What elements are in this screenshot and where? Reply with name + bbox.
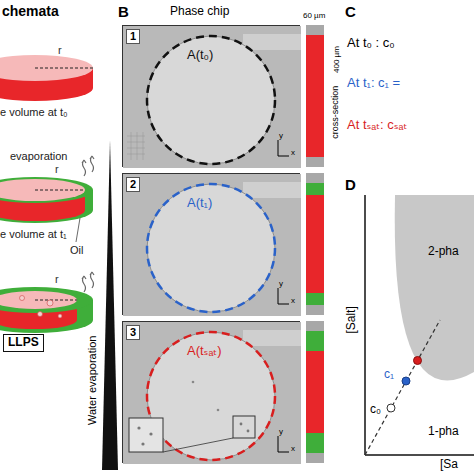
panel-number: 3 [126, 325, 140, 340]
area-label: A(t₀) [185, 48, 215, 63]
disc-t0 [0, 55, 93, 101]
axis-letter: y [279, 279, 283, 288]
axis-arrow-label: Water evaporation [87, 335, 100, 424]
disc-tsat [0, 287, 93, 333]
cross-section-label: cross-section [331, 85, 341, 138]
concentration-text: At tₛₐₜ: cₛₐₜ [347, 118, 407, 133]
oil-label: Oil [70, 244, 83, 257]
point-label: c₁ [384, 368, 394, 382]
stage-caption: e volume at t₀ [0, 106, 68, 119]
axis-label: [Sa [440, 458, 458, 472]
axis-letter: x [291, 296, 295, 305]
chip-panel: 2A(t₁) [122, 173, 300, 315]
point-label: c₀ [370, 403, 381, 417]
panel-letter: C [345, 3, 356, 20]
chip-panel: 3A(tₛₐₜ) [122, 321, 300, 463]
area-label: A(t₁) [185, 196, 214, 211]
panel-letter: B [118, 3, 129, 20]
process-label: evaporation [10, 150, 68, 163]
stage-caption: e volume at t₁ [0, 228, 67, 241]
radius-label: r [55, 273, 59, 286]
panel-title: chemata [2, 3, 59, 19]
axis-letter: x [291, 148, 295, 157]
region-label: 2-pha [428, 245, 459, 259]
region-label: 1-pha [428, 425, 459, 439]
chip-panel: 1A(t₀) [122, 25, 300, 167]
llps-label: LLPS [3, 334, 44, 352]
axis-letter: y [279, 427, 283, 436]
panel-letter: D [345, 176, 356, 193]
dimension: 400 µm [331, 47, 340, 74]
axis-letter: x [291, 444, 295, 453]
panel-number: 2 [126, 177, 140, 192]
concentration-text: At t₀ : c₀ [347, 36, 395, 51]
disc-t1 [0, 177, 93, 242]
panel-number: 1 [126, 29, 140, 44]
panel-title: Phase chip [170, 5, 229, 19]
concentration-text: At t₁: c₁ = [347, 76, 400, 91]
phase-diagram [365, 195, 474, 455]
dimension: 60 µm [303, 11, 325, 20]
cross-section-bars [306, 25, 324, 463]
area-label: A(tₛₐₜ) [185, 344, 223, 359]
radius-label: r [55, 163, 59, 176]
axis-label: [Salt] [345, 306, 359, 333]
evaporation-arrows [82, 156, 94, 292]
axis-letter: y [279, 131, 283, 140]
radius-label: r [58, 44, 62, 57]
evaporation-wedge [102, 140, 118, 470]
